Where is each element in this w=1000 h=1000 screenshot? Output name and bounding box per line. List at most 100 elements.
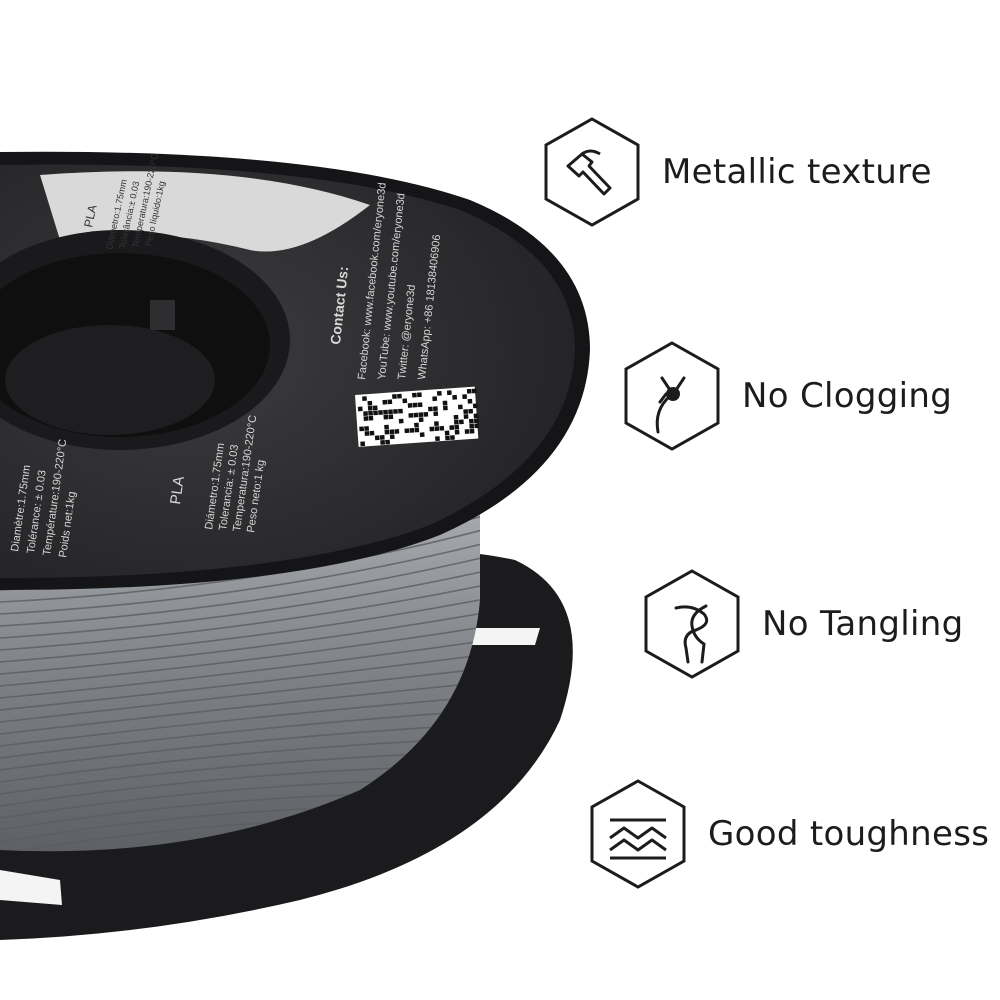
qr-cell xyxy=(413,412,419,418)
qr-cell xyxy=(453,419,459,425)
qr-cell xyxy=(462,394,468,400)
qr-cell xyxy=(398,418,404,424)
qr-cell xyxy=(429,426,435,432)
filament-strand xyxy=(0,569,480,639)
qr-cell xyxy=(458,419,464,425)
filament-strand xyxy=(0,555,480,627)
feature-label-good-toughness: Good toughness xyxy=(708,814,990,854)
qr-cell xyxy=(433,411,439,417)
qr-cell xyxy=(384,429,390,435)
filament-strand xyxy=(0,653,480,711)
qr-cell xyxy=(418,417,424,423)
qr-cell xyxy=(372,405,378,411)
qr-cell xyxy=(416,392,422,398)
qr-cell xyxy=(373,410,378,416)
qr-cell xyxy=(385,439,391,445)
qr-cell xyxy=(387,399,393,405)
qr-cell xyxy=(384,424,389,430)
qr-cell xyxy=(469,428,475,434)
qr-cell xyxy=(388,414,394,420)
qr-cell xyxy=(402,398,408,404)
feature-label-no-clogging: No Clogging xyxy=(742,376,953,416)
qr-cell xyxy=(472,403,478,409)
qr-cell xyxy=(434,421,439,427)
nozzle-icon xyxy=(624,341,720,451)
qr-cell xyxy=(446,390,452,396)
feature-no-clogging: No Clogging xyxy=(622,340,952,452)
qr-cell xyxy=(383,409,388,415)
qr-cell xyxy=(474,423,480,429)
qr-cell xyxy=(464,429,470,434)
qr-cell xyxy=(379,435,385,440)
qr-cell xyxy=(473,418,479,424)
qr-cell xyxy=(454,429,460,435)
qr-cell xyxy=(363,411,368,416)
qr-cell xyxy=(423,411,429,417)
feature-label-metallic-texture: Metallic texture xyxy=(662,152,932,192)
qr-cell xyxy=(359,426,365,432)
filament-strand xyxy=(0,611,480,675)
qr-cell xyxy=(454,424,460,430)
qr-cell xyxy=(419,432,425,438)
spool-material: PLA xyxy=(167,475,188,505)
qr-cell xyxy=(383,414,389,420)
qr-cell xyxy=(434,426,440,432)
qr-cell xyxy=(418,412,424,418)
qr-cell xyxy=(439,425,445,431)
qr-cell xyxy=(414,422,419,428)
qr-cell xyxy=(471,388,477,394)
qr-cell xyxy=(444,430,450,436)
qr-cell xyxy=(442,400,448,406)
zigzag-layers-icon xyxy=(590,779,686,889)
qr-cell xyxy=(380,440,386,445)
qr-cell xyxy=(414,427,420,433)
filament-strand xyxy=(0,709,480,759)
qr-cell xyxy=(398,408,403,414)
qr-cell xyxy=(364,426,370,431)
spool-material-top: PLA xyxy=(81,204,99,229)
feature-good-toughness: Good toughness xyxy=(588,778,989,890)
qr-cell xyxy=(367,405,373,411)
qr-cell xyxy=(463,409,469,414)
qr-cell xyxy=(392,394,397,399)
spool-top-flange xyxy=(0,151,590,590)
qr-cell xyxy=(452,394,458,400)
qr-cell xyxy=(363,416,369,421)
filament-strand xyxy=(0,695,480,747)
filament-strand xyxy=(0,667,480,723)
qr-cell xyxy=(417,402,423,408)
qr-cell xyxy=(450,435,455,440)
qr-cell xyxy=(468,408,474,414)
qr-cell xyxy=(357,406,363,412)
qr-cell xyxy=(389,429,395,435)
qr-cell xyxy=(466,388,472,394)
qr-cell xyxy=(389,434,395,440)
filament-strand xyxy=(0,541,480,615)
feature-metallic-texture: Metallic texture xyxy=(542,116,932,228)
qr-cell xyxy=(369,430,375,436)
qr-cell xyxy=(467,398,473,404)
qr-cell xyxy=(428,406,433,412)
qr-cell xyxy=(394,429,400,434)
qr-cell xyxy=(367,400,373,406)
qr-cell xyxy=(404,428,410,434)
qr-cell xyxy=(436,390,442,396)
qr-cell xyxy=(393,409,398,414)
knot-icon xyxy=(644,569,740,679)
qr-cell xyxy=(412,402,418,408)
filament-strand xyxy=(0,681,480,735)
qr-cell xyxy=(463,414,469,419)
qr-cell xyxy=(368,415,374,421)
qr-cell xyxy=(407,403,413,408)
qr-cell xyxy=(432,396,438,402)
filament-strand xyxy=(0,583,480,651)
qr-cell xyxy=(382,399,388,405)
qr-cell xyxy=(473,413,479,419)
filament-strand xyxy=(0,723,480,771)
qr-cell xyxy=(408,413,414,418)
qr-cell xyxy=(368,410,373,416)
filament-strand xyxy=(0,597,480,663)
qr-cell xyxy=(445,435,450,441)
qr-cell xyxy=(364,431,370,436)
qr-cell xyxy=(360,441,366,447)
